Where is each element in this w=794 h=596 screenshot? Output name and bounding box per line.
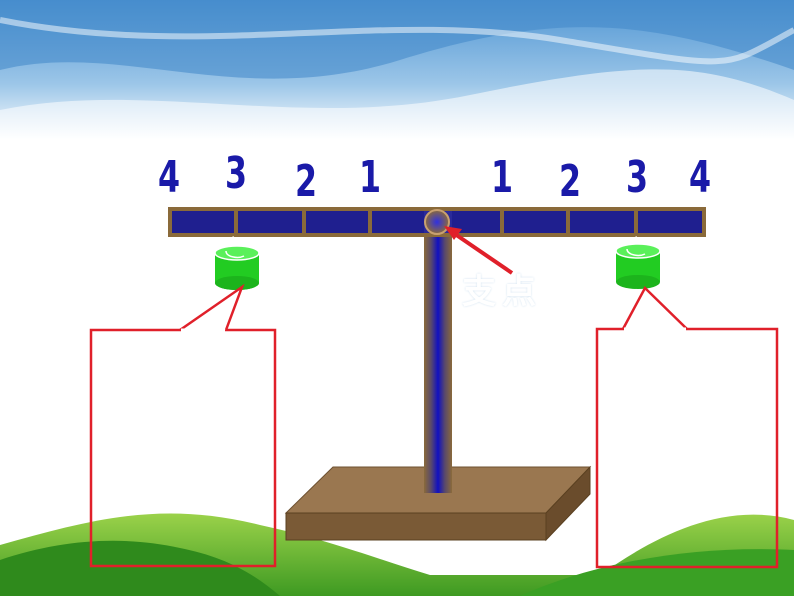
left-weight-icon bbox=[214, 245, 260, 290]
right-weight-icon bbox=[615, 243, 661, 289]
scale-left-4: 4 bbox=[157, 152, 181, 203]
scale-left-3: 3 bbox=[224, 148, 248, 199]
left-callout-frame bbox=[89, 283, 277, 568]
right-callout-frame bbox=[595, 285, 779, 569]
right-callout-text: 挂在杠杆尺右边的钩码的重量就是提起重物所用的力。钩码挂的格数就是力点的位置。 bbox=[604, 343, 772, 483]
scale-left-1: 1 bbox=[358, 152, 382, 203]
fulcrum-label: 支点 bbox=[462, 272, 542, 312]
stand-pole bbox=[424, 225, 452, 493]
scale-right-3: 3 bbox=[625, 152, 649, 203]
scale-right-4: 4 bbox=[688, 152, 712, 203]
sky-background bbox=[0, 0, 794, 140]
lever-beam bbox=[168, 207, 706, 237]
left-callout-text: 挂在杠杆尺左边的钩码看作是重物，钩码挂的格数就是重点的位置。 bbox=[100, 343, 270, 453]
pivot-icon bbox=[424, 209, 450, 235]
fulcrum-arrow-icon bbox=[444, 226, 514, 275]
scale-left-2: 2 bbox=[294, 156, 318, 207]
grass-hills bbox=[0, 513, 794, 596]
scale-right-2: 2 bbox=[558, 156, 582, 207]
scale-right-1: 1 bbox=[490, 152, 514, 203]
